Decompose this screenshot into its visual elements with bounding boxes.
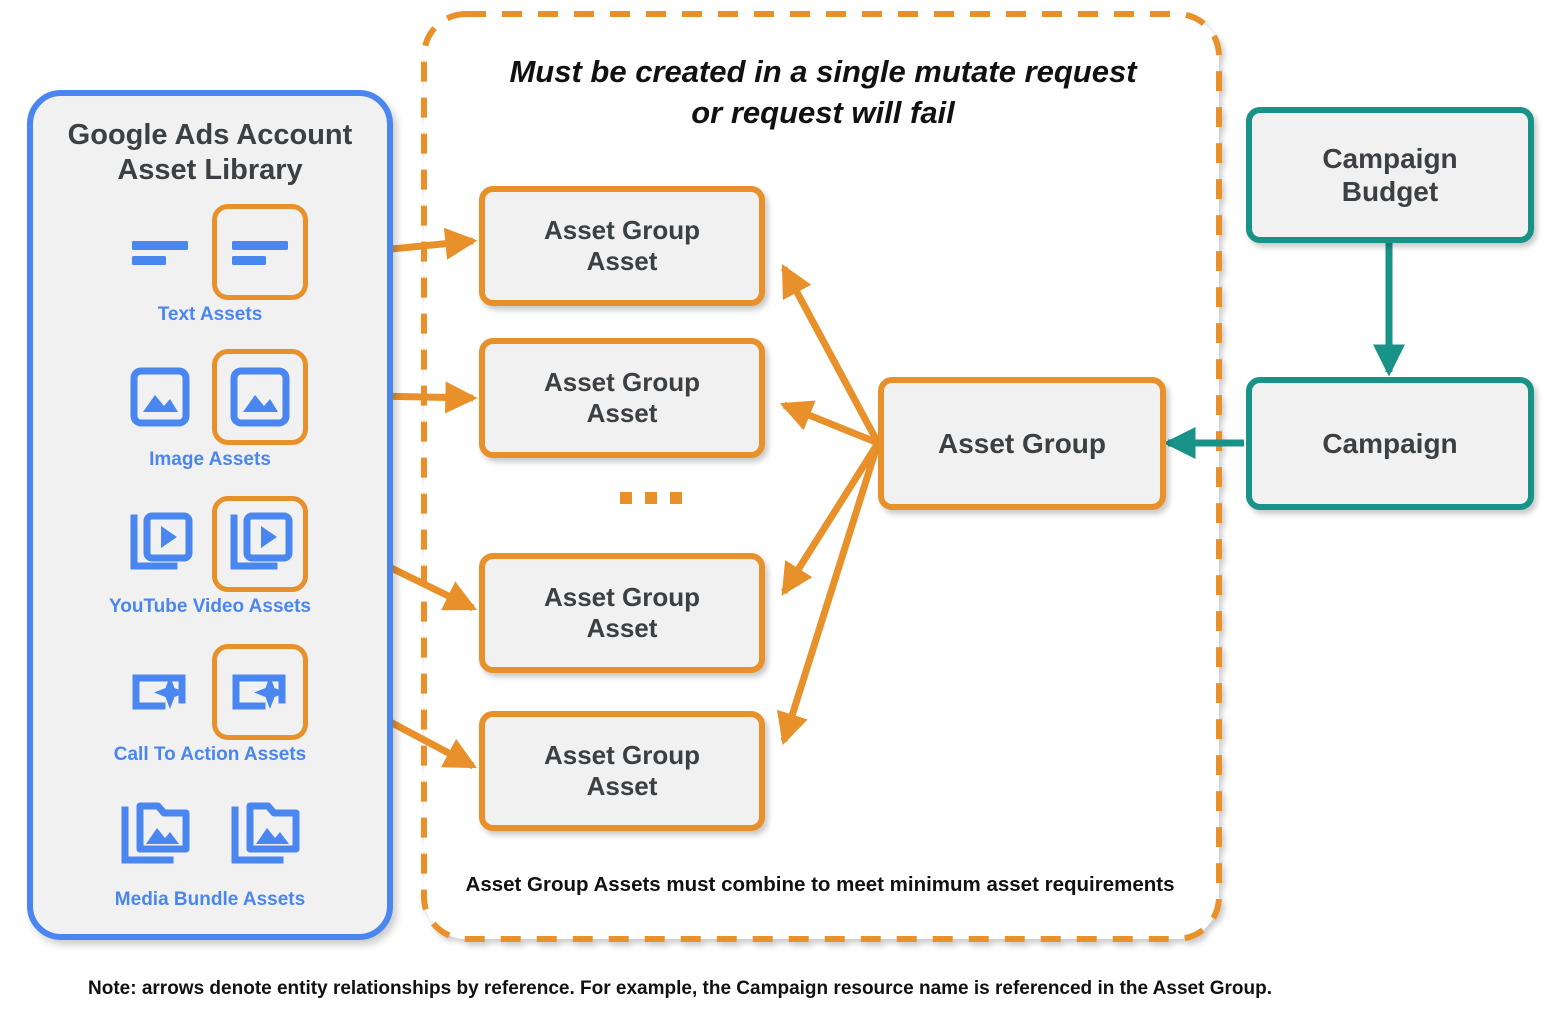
video-stack-icon-selected[interactable] <box>212 496 308 592</box>
mutate-request-note-line1: Must be created in a single mutate reque… <box>509 54 1137 89</box>
campaign-budget-node[interactable]: Campaign Budget <box>1246 107 1534 243</box>
asset-group-label: Asset Group <box>937 427 1107 459</box>
image-icon-selected[interactable] <box>212 349 308 445</box>
cta-sparkle-icon-selected[interactable] <box>212 644 308 740</box>
campaign-budget-label-line1: Campaign <box>1322 142 1458 174</box>
asset-group-node[interactable]: Asset Group <box>878 377 1166 510</box>
asset-row-media-bundle[interactable]: Media Bundle Assets <box>33 789 387 911</box>
asset-caption-media-bundle: Media Bundle Assets <box>114 889 306 910</box>
footer-note: Note: arrows denote entity relationships… <box>88 978 1272 999</box>
asset-caption-text: Text Assets <box>157 304 263 325</box>
text-lines-icon-selected[interactable] <box>212 204 308 300</box>
asset-group-asset-label-4a: Asset Group <box>543 740 701 771</box>
combine-requirements-note: Asset Group Assets must combine to meet … <box>465 873 1175 896</box>
asset-group-asset-label-1b: Asset <box>586 246 658 276</box>
folder-image-icon-2 <box>217 789 313 885</box>
ellipsis-dot-2 <box>645 492 657 504</box>
asset-group-asset-label-3a: Asset Group <box>543 582 701 613</box>
image-icon <box>112 349 208 445</box>
asset-caption-youtube-video: YouTube Video Assets <box>108 596 311 617</box>
edge-asset-group-to-aga3 <box>781 441 881 596</box>
asset-row-call-to-action[interactable]: Call To Action Assets <box>33 644 387 766</box>
campaign-label: Campaign <box>1322 427 1458 459</box>
mutate-request-note-line2: or request will fail <box>691 94 955 130</box>
asset-group-asset-node-1[interactable]: Asset Group Asset <box>479 186 765 306</box>
asset-group-asset-label-2b: Asset <box>586 398 658 428</box>
asset-group-asset-node-4[interactable]: Asset Group Asset <box>479 711 765 831</box>
asset-row-youtube-video[interactable]: YouTube Video Assets <box>33 496 387 618</box>
text-lines-icon <box>112 204 208 300</box>
asset-group-asset-label-2a: Asset Group <box>543 367 701 398</box>
edge-asset-group-to-aga2 <box>779 400 880 447</box>
asset-library-title-line1: Google Ads Account <box>67 119 353 151</box>
asset-group-asset-label-4b: Asset <box>586 771 658 801</box>
campaign-budget-label-line2: Budget <box>1341 176 1439 207</box>
cta-sparkle-icon <box>112 644 208 740</box>
ellipsis-dot-1 <box>620 492 632 504</box>
ellipsis-indicator <box>620 492 682 504</box>
video-stack-icon <box>112 496 208 592</box>
edge-asset-group-to-aga1 <box>780 264 882 445</box>
asset-group-asset-label-1a: Asset Group <box>543 215 701 246</box>
folder-image-icon <box>107 789 203 885</box>
asset-group-asset-node-2[interactable]: Asset Group Asset <box>479 338 765 458</box>
asset-row-image[interactable]: Image Assets <box>33 349 387 471</box>
ellipsis-dot-3 <box>670 492 682 504</box>
campaign-node[interactable]: Campaign <box>1246 377 1534 510</box>
asset-group-asset-node-3[interactable]: Asset Group Asset <box>479 553 765 673</box>
asset-library-title-line2: Asset Library <box>117 154 303 187</box>
asset-caption-image: Image Assets <box>149 449 271 470</box>
edge-asset-group-to-aga4 <box>776 441 882 746</box>
asset-library-panel: Google Ads Account Asset Library Text As… <box>27 90 393 940</box>
asset-group-asset-label-3b: Asset <box>586 613 658 643</box>
asset-row-text[interactable]: Text Assets <box>33 204 387 326</box>
mutate-request-note: Must be created in a single mutate reque… <box>452 52 1194 134</box>
asset-library-title: Google Ads Account Asset Library <box>33 118 387 189</box>
asset-caption-call-to-action: Call To Action Assets <box>113 744 307 765</box>
